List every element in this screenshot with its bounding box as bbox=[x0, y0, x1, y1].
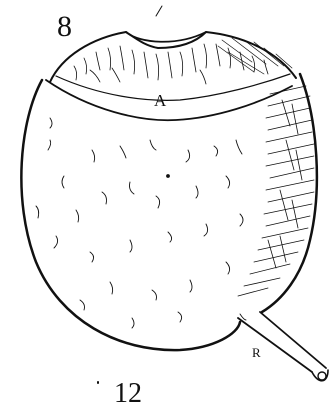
label-r: R bbox=[252, 346, 261, 359]
center-dot bbox=[167, 175, 170, 178]
figure-number: 8 bbox=[57, 12, 72, 42]
cornea-strands bbox=[74, 44, 268, 84]
cornea-outline bbox=[50, 32, 296, 82]
cornea-hatching bbox=[218, 38, 292, 74]
optic-nerve-tip bbox=[318, 372, 326, 380]
optic-nerve-stalk bbox=[238, 312, 326, 372]
lens-upper-curve bbox=[56, 74, 290, 100]
stray-mark bbox=[156, 6, 162, 16]
label-a: A bbox=[154, 92, 166, 109]
vitreous-squiggles bbox=[36, 118, 246, 328]
